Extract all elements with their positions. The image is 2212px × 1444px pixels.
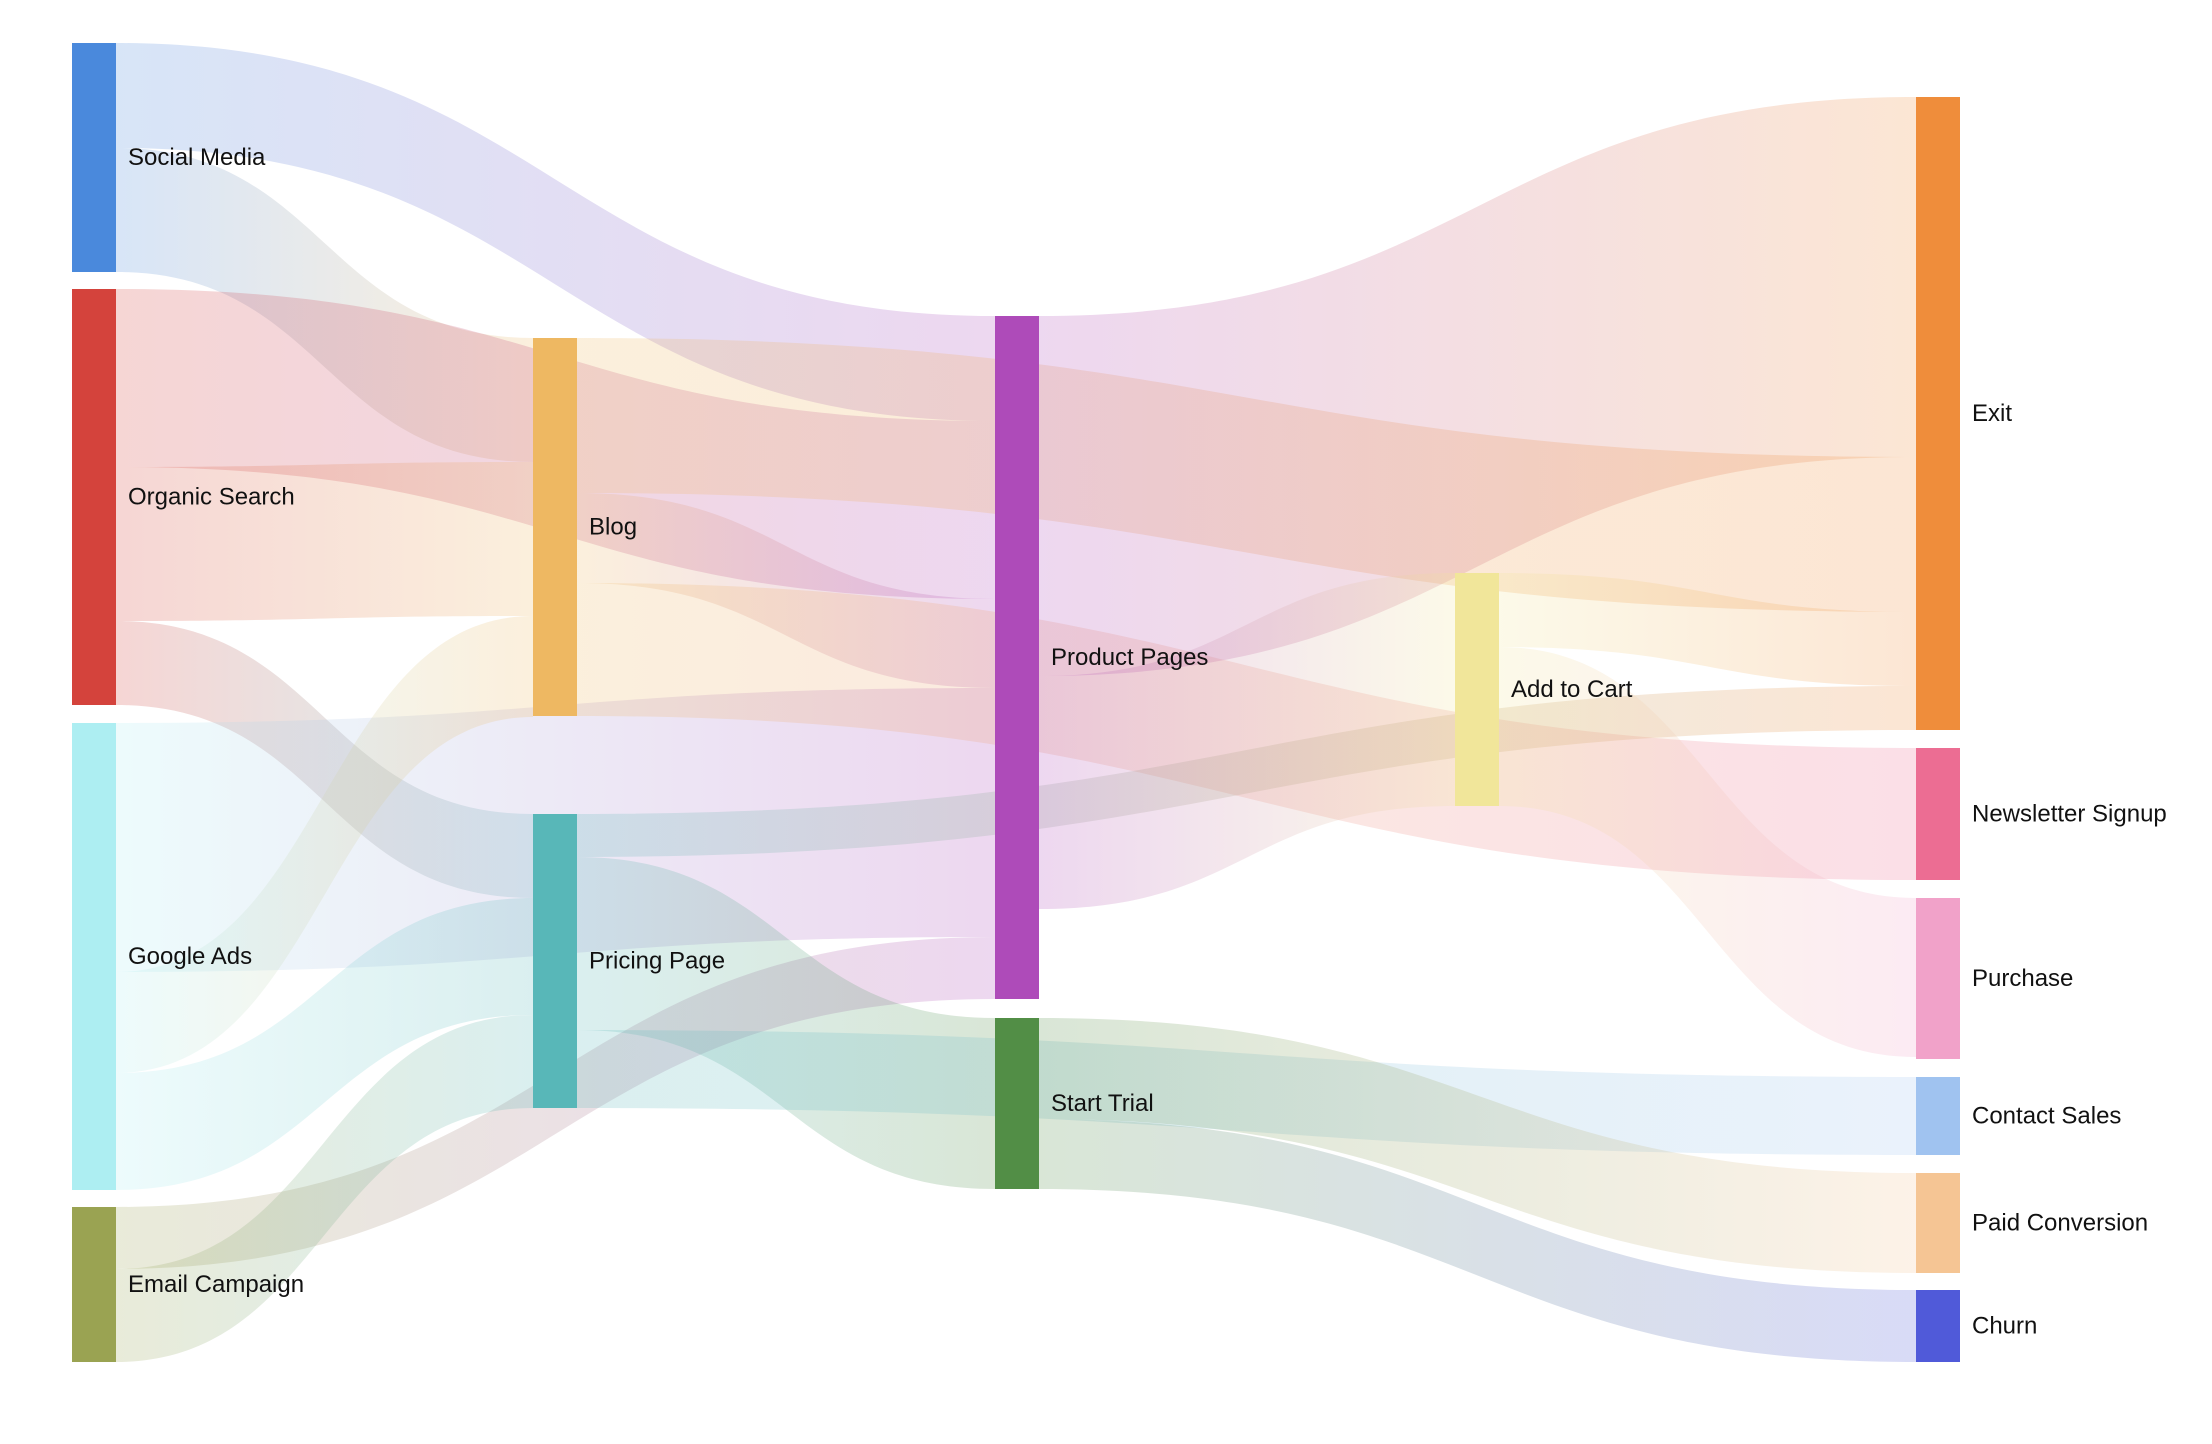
node-label-churn: Churn xyxy=(1972,1313,2037,1340)
node-churn[interactable] xyxy=(1916,1290,1960,1362)
nodes-layer xyxy=(72,43,1960,1362)
node-label-google-ads: Google Ads xyxy=(128,943,252,970)
link-google-ads-to-blog[interactable] xyxy=(116,616,533,1073)
node-label-organic-search: Organic Search xyxy=(128,484,295,511)
node-label-blog: Blog xyxy=(589,514,637,541)
node-contact-sales[interactable] xyxy=(1916,1077,1960,1155)
node-label-pricing-page: Pricing Page xyxy=(589,948,725,975)
node-paid-conversion[interactable] xyxy=(1916,1173,1960,1273)
node-label-start-trial: Start Trial xyxy=(1051,1090,1154,1117)
link-email-campaign-to-pricing-page[interactable] xyxy=(116,1015,533,1362)
node-exit[interactable] xyxy=(1916,97,1960,730)
node-label-exit: Exit xyxy=(1972,400,2012,427)
node-add-to-cart[interactable] xyxy=(1455,573,1499,806)
node-label-add-to-cart: Add to Cart xyxy=(1511,676,1633,703)
node-email-campaign[interactable] xyxy=(72,1207,116,1362)
node-social-media[interactable] xyxy=(72,43,116,272)
node-purchase[interactable] xyxy=(1916,898,1960,1059)
node-label-purchase: Purchase xyxy=(1972,965,2073,992)
node-label-newsletter-signup: Newsletter Signup xyxy=(1972,801,2167,828)
node-start-trial[interactable] xyxy=(995,1018,1039,1189)
node-pricing-page[interactable] xyxy=(533,814,577,1108)
node-blog[interactable] xyxy=(533,338,577,716)
node-label-social-media: Social Media xyxy=(128,144,266,171)
node-label-email-campaign: Email Campaign xyxy=(128,1271,304,1298)
node-product-pages[interactable] xyxy=(995,316,1039,999)
link-product-pages-to-add-to-cart[interactable] xyxy=(1039,573,1455,909)
link-add-to-cart-to-exit[interactable] xyxy=(1499,573,1916,686)
link-google-ads-to-pricing-page[interactable] xyxy=(116,898,533,1190)
node-label-product-pages: Product Pages xyxy=(1051,644,1208,671)
node-organic-search[interactable] xyxy=(72,289,116,705)
link-organic-search-to-blog[interactable] xyxy=(116,462,533,621)
node-label-paid-conversion: Paid Conversion xyxy=(1972,1210,2148,1237)
node-label-contact-sales: Contact Sales xyxy=(1972,1103,2121,1130)
link-social-media-to-product-pages[interactable] xyxy=(116,43,995,421)
link-start-trial-to-churn[interactable] xyxy=(1039,1119,1916,1362)
link-add-to-cart-to-purchase[interactable] xyxy=(1499,647,1916,1057)
node-google-ads[interactable] xyxy=(72,723,116,1190)
link-product-pages-to-exit[interactable] xyxy=(1039,97,1916,676)
node-newsletter-signup[interactable] xyxy=(1916,748,1960,880)
links-layer xyxy=(116,43,1916,1362)
link-start-trial-to-paid-conversion[interactable] xyxy=(1039,1018,1916,1273)
